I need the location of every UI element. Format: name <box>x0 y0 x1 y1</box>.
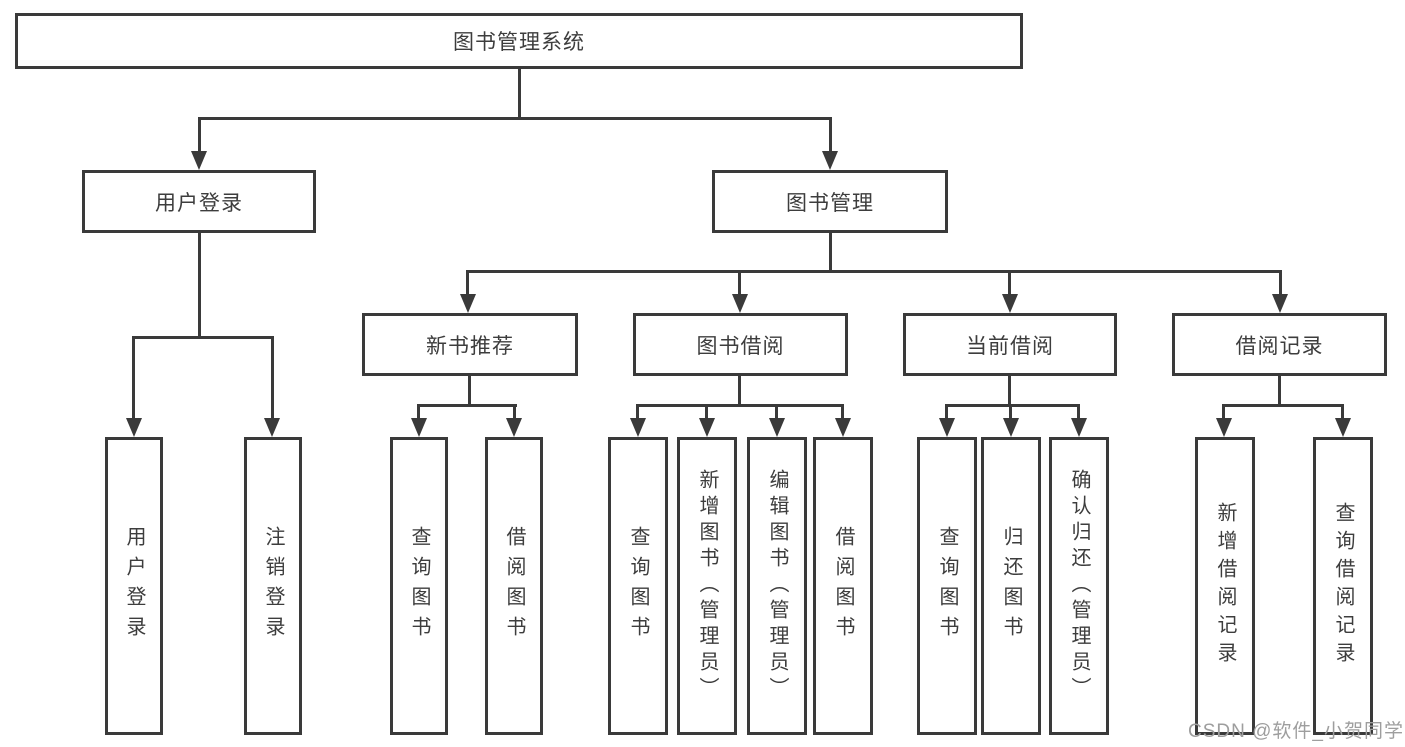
connector-line <box>466 270 469 296</box>
arrowhead-down-icon <box>822 151 838 170</box>
node-book-borrow: 图书借阅 <box>633 313 848 376</box>
node-root: 图书管理系统 <box>15 13 1023 69</box>
connector-line <box>1279 270 1282 296</box>
leaf-br-add-record: 新增借阅记录 <box>1195 437 1255 735</box>
connector-line <box>513 404 516 422</box>
connector-line <box>518 69 521 117</box>
connector-line <box>1009 404 1012 422</box>
connector-line <box>132 336 273 339</box>
connector-line <box>636 404 639 422</box>
connector-line <box>466 270 1282 273</box>
csdn-watermark: CSDN @软件_小贺同学 <box>1188 721 1404 742</box>
connector-line <box>705 404 708 422</box>
arrowhead-down-icon <box>1003 418 1019 437</box>
arrowhead-down-icon <box>1216 418 1232 437</box>
leaf-cb-query-book: 查询图书 <box>917 437 977 735</box>
connector-line <box>738 376 741 406</box>
connector-line <box>468 376 471 406</box>
arrowhead-down-icon <box>460 294 476 313</box>
leaf-cb-return-book: 归还图书 <box>981 437 1041 735</box>
connector-line <box>198 117 832 120</box>
connector-line <box>945 404 1080 407</box>
connector-line <box>417 404 517 407</box>
connector-line <box>1077 404 1080 422</box>
connector-line <box>1008 376 1011 406</box>
leaf-bb-add-book-admin: 新增图书（管理员） <box>677 437 737 735</box>
connector-line <box>271 336 274 420</box>
arrowhead-down-icon <box>1002 294 1018 313</box>
connector-line <box>132 336 135 420</box>
leaf-cb-confirm-return-admin: 确认归还（管理员） <box>1049 437 1109 735</box>
connector-line <box>636 404 844 407</box>
arrowhead-down-icon <box>191 151 207 170</box>
arrowhead-down-icon <box>1335 418 1351 437</box>
connector-line <box>1222 404 1225 422</box>
leaf-bb-edit-book-admin: 编辑图书（管理员） <box>747 437 807 735</box>
arrowhead-down-icon <box>939 418 955 437</box>
arrowhead-down-icon <box>769 418 785 437</box>
connector-line <box>829 117 832 153</box>
connector-line <box>198 233 201 336</box>
connector-line <box>1222 404 1344 407</box>
connector-line <box>945 404 948 422</box>
node-book-management: 图书管理 <box>712 170 948 233</box>
arrowhead-down-icon <box>264 418 280 437</box>
leaf-bb-query-book: 查询图书 <box>608 437 668 735</box>
connector-line <box>1278 376 1281 406</box>
arrowhead-down-icon <box>126 418 142 437</box>
arrowhead-down-icon <box>506 418 522 437</box>
arrowhead-down-icon <box>1071 418 1087 437</box>
node-current-borrow: 当前借阅 <box>903 313 1117 376</box>
node-new-book-recommend: 新书推荐 <box>362 313 578 376</box>
arrowhead-down-icon <box>411 418 427 437</box>
connector-line <box>198 117 201 153</box>
connector-line <box>738 270 741 296</box>
leaf-logout: 注销登录 <box>244 437 302 735</box>
connector-line <box>829 233 832 272</box>
connector-line <box>417 404 420 422</box>
connector-line <box>841 404 844 422</box>
leaf-br-query-record: 查询借阅记录 <box>1313 437 1373 735</box>
connector-line <box>1008 270 1011 296</box>
leaf-nbr-query-book: 查询图书 <box>390 437 448 735</box>
connector-line <box>775 404 778 422</box>
node-borrow-records: 借阅记录 <box>1172 313 1387 376</box>
arrowhead-down-icon <box>630 418 646 437</box>
leaf-nbr-borrow-book: 借阅图书 <box>485 437 543 735</box>
arrowhead-down-icon <box>732 294 748 313</box>
arrowhead-down-icon <box>1272 294 1288 313</box>
leaf-user-login: 用户登录 <box>105 437 163 735</box>
connector-line <box>1341 404 1344 422</box>
node-user-login: 用户登录 <box>82 170 316 233</box>
arrowhead-down-icon <box>835 418 851 437</box>
arrowhead-down-icon <box>699 418 715 437</box>
leaf-bb-borrow-book: 借阅图书 <box>813 437 873 735</box>
